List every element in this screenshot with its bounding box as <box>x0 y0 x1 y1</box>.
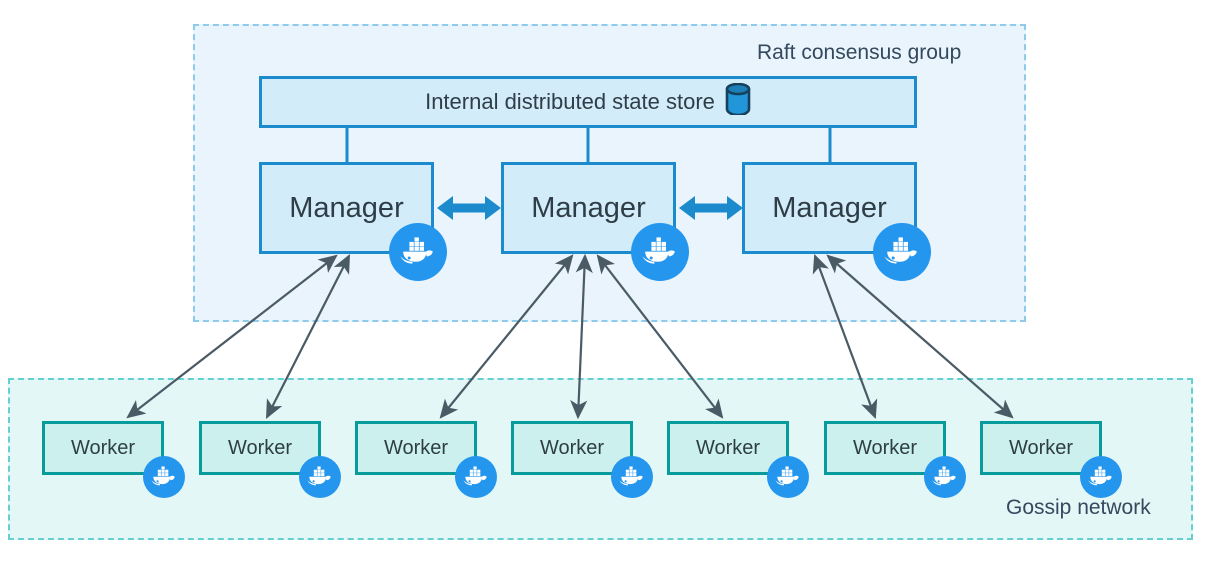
worker-label: Worker <box>1008 436 1074 459</box>
worker-node-3[interactable]: Worker <box>355 421 477 475</box>
docker-whale-icon <box>299 456 341 498</box>
manager-peer-arrows <box>437 196 743 220</box>
worker-node-4[interactable]: Worker <box>511 421 633 475</box>
manager-label: Manager <box>289 191 404 224</box>
docker-whale-icon <box>631 223 689 281</box>
manager-label: Manager <box>772 191 887 224</box>
database-cylinder-icon <box>725 82 751 121</box>
worker-label: Worker <box>227 436 293 459</box>
docker-whale-icon <box>611 456 653 498</box>
worker-label: Worker <box>70 436 136 459</box>
manager-label: Manager <box>531 191 646 224</box>
manager-worker-arrows <box>126 253 1014 420</box>
docker-whale-icon <box>873 223 931 281</box>
store-to-manager-connectors <box>345 128 832 162</box>
raft-consensus-group-label: Raft consensus group <box>757 41 962 64</box>
docker-whale-icon <box>924 456 966 498</box>
state-store-label: Internal distributed state store <box>425 89 715 114</box>
worker-label: Worker <box>383 436 449 459</box>
worker-node-7[interactable]: Worker <box>980 421 1102 475</box>
worker-label: Worker <box>695 436 761 459</box>
internal-state-store-node[interactable]: Internal distributed state store <box>259 76 917 128</box>
docker-whale-icon <box>767 456 809 498</box>
docker-whale-icon <box>1080 456 1122 498</box>
docker-whale-icon <box>455 456 497 498</box>
docker-whale-icon <box>389 223 447 281</box>
docker-whale-icon <box>143 456 185 498</box>
gossip-network-label: Gossip network <box>1006 496 1151 519</box>
worker-label: Worker <box>852 436 918 459</box>
worker-node-1[interactable]: Worker <box>42 421 164 475</box>
worker-label: Worker <box>539 436 605 459</box>
worker-node-5[interactable]: Worker <box>667 421 789 475</box>
